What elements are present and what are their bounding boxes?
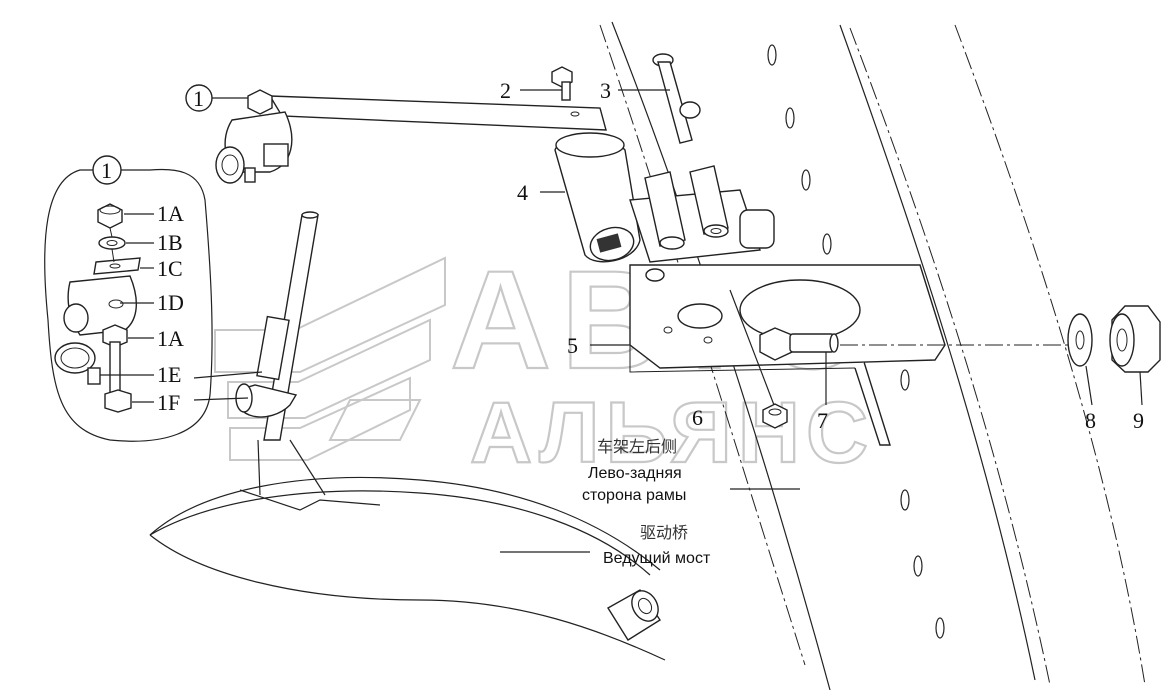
lever-assembly: 1 <box>185 84 607 184</box>
label-1B: 1B <box>157 230 183 255</box>
part-6-nut: 6 <box>692 289 788 430</box>
part-3-bolt: 3 <box>600 53 693 144</box>
label-1A: 1A <box>157 201 184 226</box>
label-1F: 1F <box>157 390 180 415</box>
detail-leader-lines <box>100 213 154 403</box>
frame-holes <box>767 44 945 639</box>
detail-bubble: 1 <box>44 155 263 442</box>
callout-6: 6 <box>692 405 703 430</box>
frame-annotation: 车架左后侧 Лево-задняя сторона рамы <box>582 437 800 504</box>
part-7-bolt: 7 <box>759 327 839 433</box>
label-1C: 1C <box>157 256 183 281</box>
callout-1-detail: 1 <box>101 158 112 183</box>
callout-1-top: 1 <box>193 86 204 111</box>
axle-label-ru: Ведущий мост <box>603 550 711 567</box>
label-1E: 1E <box>157 362 181 387</box>
callout-9: 9 <box>1133 408 1144 433</box>
part-9-nut: 9 <box>1109 305 1161 433</box>
part-1F-bolt <box>104 341 132 413</box>
frame-label-ru-2: сторона рамы <box>582 487 686 504</box>
label-1A-lower: 1A <box>157 326 184 351</box>
part-1A-nut <box>97 203 123 229</box>
watermark-text-line2: АЛЬЯНС <box>470 385 874 481</box>
part-4-valve: 4 <box>517 101 775 263</box>
frame-label-cn: 车架左后侧 <box>597 437 677 456</box>
part-2-bolt: 2 <box>500 66 573 103</box>
callout-2: 2 <box>500 78 511 103</box>
part-1D-lever <box>63 275 137 336</box>
part-1A-nut-lower <box>102 324 128 348</box>
axle-label-cn: 驱动桥 <box>640 523 688 542</box>
frame-label-ru-1: Лево-задняя <box>588 465 682 482</box>
part-1C-plate <box>93 257 141 275</box>
callout-8: 8 <box>1085 408 1096 433</box>
callout-5: 5 <box>567 333 578 358</box>
axle-annotation: 驱动桥 Ведущий мост <box>500 523 711 567</box>
axle-end-boss <box>607 589 661 641</box>
part-1B-washer <box>98 236 126 250</box>
linkage-rod <box>235 211 326 496</box>
part-5-bracket: 5 <box>567 264 946 446</box>
part-1E-clamp <box>54 342 101 385</box>
watermark-wings-emblem <box>214 256 446 461</box>
label-1D: 1D <box>157 290 184 315</box>
callout-4: 4 <box>517 180 528 205</box>
callout-3: 3 <box>600 78 611 103</box>
callout-7: 7 <box>817 408 828 433</box>
part-8-washer: 8 <box>1067 313 1096 433</box>
drive-axle <box>149 476 666 661</box>
